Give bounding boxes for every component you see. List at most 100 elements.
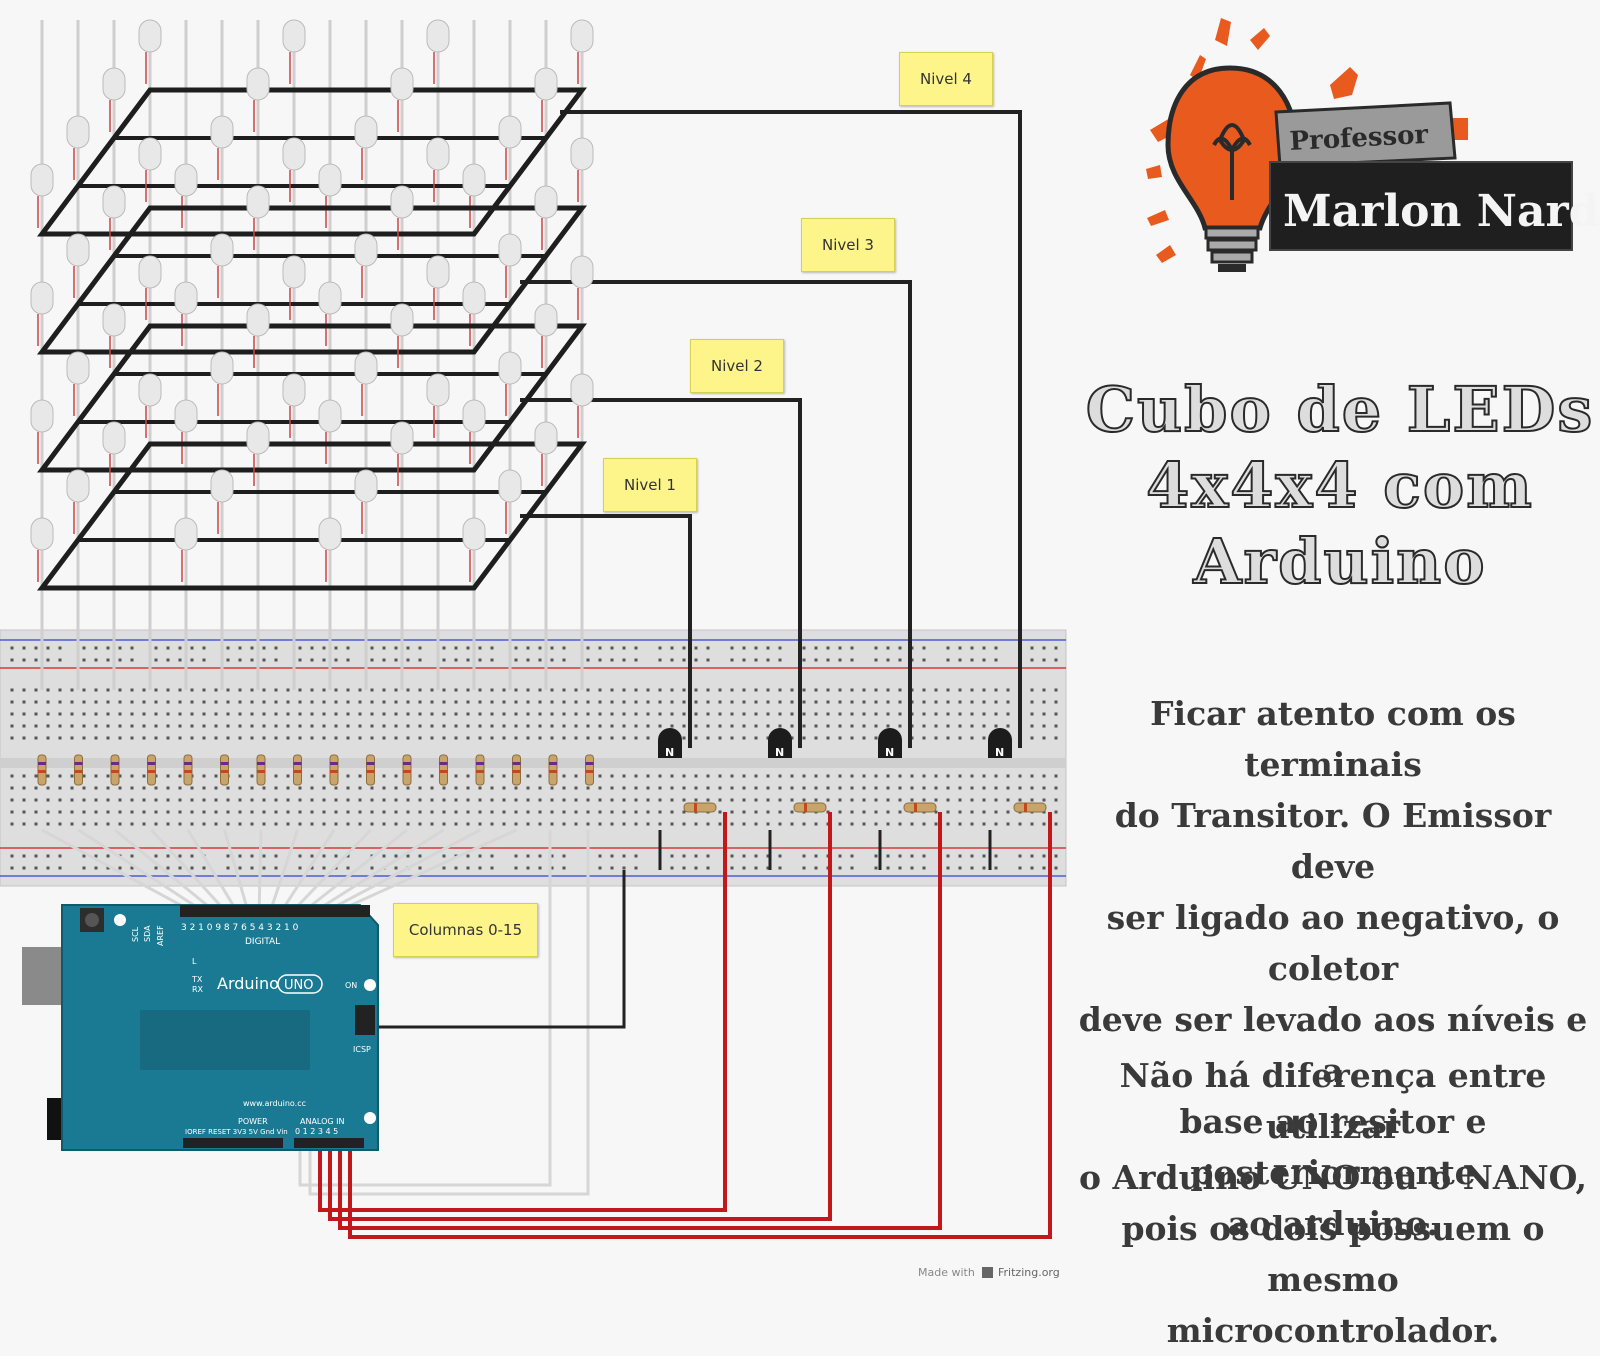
- resistor-band: [366, 770, 375, 773]
- sda-label: SDA: [143, 925, 152, 942]
- resistor-band: [257, 762, 265, 765]
- npn-transistor: N: [768, 728, 792, 759]
- led: [498, 233, 522, 267]
- analog-pins-label: 0 1 2 3 4 5: [295, 1127, 338, 1136]
- base-wire: [318, 812, 727, 1212]
- resistor-band: [184, 770, 192, 773]
- para2-line-3: pois os dois possuem o mesmo: [1121, 1209, 1545, 1299]
- para1-line-5: base ao resitor e posteriormente: [1179, 1102, 1487, 1192]
- para2-line-4: microcontrolador.: [1166, 1311, 1500, 1350]
- column-jumper: [269, 829, 299, 909]
- led: [390, 67, 414, 101]
- led: [102, 67, 126, 101]
- arduino-uno-board: SCL SDA AREF 3 2 1 0 9 8 7 6 5 4 3 2 1 0…: [22, 904, 379, 1151]
- led: [570, 255, 594, 289]
- led: [354, 351, 378, 385]
- note-nivel-3: Nivel 3: [801, 218, 895, 272]
- npn-transistor: N: [988, 728, 1012, 759]
- para1-line-1: Ficar atento com os terminais: [1150, 694, 1516, 784]
- resistor-band: [38, 762, 46, 765]
- led: [354, 469, 378, 503]
- led: [102, 303, 126, 337]
- resistor-band: [439, 770, 448, 773]
- led: [30, 399, 54, 433]
- led: [66, 233, 90, 267]
- resistor-band: [293, 762, 302, 765]
- led: [138, 255, 162, 289]
- resistor-band: [549, 770, 557, 773]
- led: [30, 281, 54, 315]
- transistor-label: N: [995, 746, 1004, 759]
- led: [426, 373, 450, 407]
- power-header: [183, 1138, 283, 1148]
- analog-header: [294, 1138, 364, 1148]
- arduino-brand: Arduino: [217, 974, 279, 993]
- digital-header: [180, 905, 370, 917]
- led: [534, 303, 558, 337]
- level-wire: [520, 398, 802, 748]
- resistor-band: [38, 770, 46, 773]
- led: [390, 421, 414, 455]
- site-label: www.arduino.cc: [243, 1099, 306, 1108]
- npn-transistor: N: [658, 728, 682, 759]
- resistor-band: [804, 803, 807, 812]
- led: [66, 115, 90, 149]
- power-label: POWER: [238, 1117, 268, 1126]
- chip-area: [140, 1010, 310, 1070]
- resistor-band: [512, 762, 521, 765]
- led: [318, 399, 342, 433]
- led: [210, 115, 234, 149]
- logo-professor-text: Professor: [1289, 120, 1429, 157]
- column-jumper: [308, 830, 590, 1196]
- base-wire: [328, 812, 832, 1221]
- led: [246, 67, 270, 101]
- led: [282, 373, 306, 407]
- level-wire: [520, 280, 912, 748]
- led: [30, 517, 54, 551]
- level-wire: [560, 110, 1022, 748]
- cube-layer: [30, 19, 594, 237]
- base-resistor: [1013, 802, 1047, 813]
- led: [426, 137, 450, 171]
- led: [462, 517, 486, 551]
- led: [390, 185, 414, 219]
- column-jumper: [307, 828, 408, 910]
- led: [138, 19, 162, 53]
- title-line-1: Cubo de LEDs: [1085, 372, 1595, 447]
- resistor-band: [111, 770, 119, 773]
- resistor-band: [694, 803, 697, 812]
- led: [318, 163, 342, 197]
- led: [570, 373, 594, 407]
- para2-line-1: Não há diferença entre utilizar: [1119, 1056, 1547, 1146]
- led: [174, 281, 198, 315]
- para1-line-6: ao arduino.: [1227, 1204, 1439, 1243]
- para2-line-2: o Arduino UNO ou o NANO,: [1079, 1158, 1587, 1197]
- column-jumper: [150, 828, 224, 910]
- resistor-band: [147, 770, 156, 773]
- cube-layer: [30, 255, 594, 473]
- professor-logo: Professor Marlon Nardi: [1146, 18, 1600, 272]
- power-pins-label: IOREF RESET 3V3 5V Gnd Vin: [185, 1128, 288, 1136]
- led: [246, 421, 270, 455]
- resistor-band: [476, 762, 484, 765]
- arduino-model: UNO: [284, 978, 313, 993]
- resistor-band: [111, 762, 119, 765]
- led: [390, 303, 414, 337]
- led: [210, 351, 234, 385]
- base-wire: [348, 812, 1052, 1239]
- base-wire: [338, 812, 942, 1230]
- title-line-3: Arduino: [1192, 524, 1487, 599]
- led: [354, 115, 378, 149]
- digital-label: DIGITAL: [245, 937, 280, 947]
- led: [462, 399, 486, 433]
- compatibility-paragraph: Não há diferença entre utilizar o Arduin…: [1068, 1050, 1598, 1356]
- led-l-label: L: [192, 957, 197, 966]
- credit-brand: Fritzing.org: [998, 1266, 1060, 1279]
- transistor-label: N: [775, 746, 784, 759]
- column-jumper: [331, 828, 481, 910]
- cube-layer: [30, 137, 594, 355]
- resistor-band: [1024, 803, 1027, 812]
- led: [210, 469, 234, 503]
